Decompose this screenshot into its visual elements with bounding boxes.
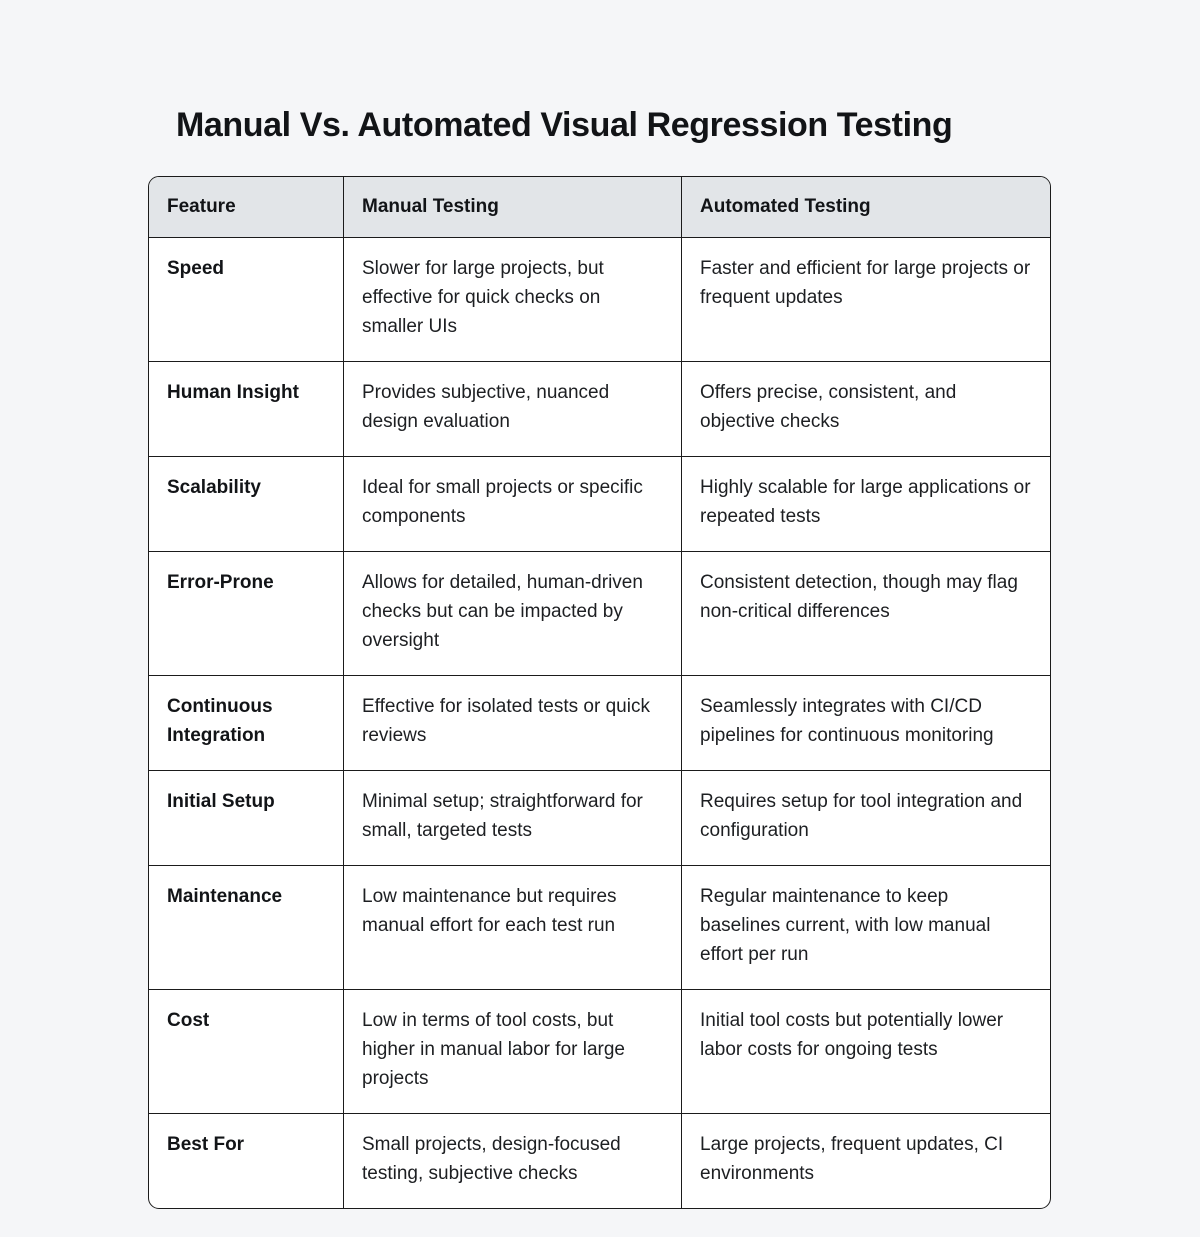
row-manual-value: Allows for detailed, human-driven checks…	[343, 552, 681, 676]
column-header-automated: Automated Testing	[681, 177, 1050, 238]
comparison-table-container: Feature Manual Testing Automated Testing…	[148, 176, 1051, 1209]
row-manual-value: Small projects, design-focused testing, …	[343, 1114, 681, 1208]
row-automated-value: Faster and efficient for large projects …	[681, 238, 1050, 362]
row-feature-label: Cost	[149, 990, 343, 1114]
table-body: Speed Slower for large projects, but eff…	[149, 238, 1050, 1208]
row-feature-label: Best For	[167, 1134, 245, 1155]
table-row: Error-Prone Allows for detailed, human-d…	[149, 552, 1050, 676]
row-automated-value: Offers precise, consistent, and objectiv…	[681, 362, 1050, 457]
row-manual-value: Ideal for small projects or specific com…	[343, 457, 681, 552]
row-automated-value: Highly scalable for large applications o…	[681, 457, 1050, 552]
table-row: Initial Setup Minimal setup; straightfor…	[149, 771, 1050, 866]
row-automated-value: Large projects, frequent updates, CI env…	[681, 1114, 1050, 1208]
table-row: Human Insight Provides subjective, nuanc…	[149, 362, 1050, 457]
row-manual-value: Slower for large projects, but effective…	[343, 238, 681, 362]
table-row: Best For Small projects, design-focused …	[149, 1114, 1050, 1208]
table-header-row: Feature Manual Testing Automated Testing	[149, 177, 1050, 238]
row-feature-label: Scalability	[149, 457, 343, 552]
row-manual-value: Low in terms of tool costs, but higher i…	[343, 990, 681, 1114]
table-row: Scalability Ideal for small projects or …	[149, 457, 1050, 552]
row-feature-label: Human Insight	[149, 362, 343, 457]
row-manual-value: Provides subjective, nuanced design eval…	[343, 362, 681, 457]
column-header-feature: Feature	[149, 177, 343, 238]
column-header-manual: Manual Testing	[343, 177, 681, 238]
page-title: Manual Vs. Automated Visual Regression T…	[176, 105, 953, 144]
row-automated-value: Regular maintenance to keep baselines cu…	[681, 866, 1050, 990]
row-feature-label: Speed	[149, 238, 343, 362]
row-feature-label: Maintenance	[149, 866, 343, 990]
table-header: Feature Manual Testing Automated Testing	[149, 177, 1050, 238]
row-feature-label: Error-Prone	[149, 552, 343, 676]
comparison-table: Feature Manual Testing Automated Testing…	[148, 176, 1051, 1209]
row-manual-value: Low maintenance but requires manual effo…	[343, 866, 681, 990]
row-automated-value: Consistent detection, though may flag no…	[681, 552, 1050, 676]
row-feature-label: Continuous Integration	[149, 676, 343, 771]
row-manual-value: Minimal setup; straightforward for small…	[343, 771, 681, 866]
row-automated-value: Seamlessly integrates with CI/CD pipelin…	[681, 676, 1050, 771]
row-automated-value: Requires setup for tool integration and …	[681, 771, 1050, 866]
row-automated-value: Initial tool costs but potentially lower…	[681, 990, 1050, 1114]
table-row: Continuous Integration Effective for iso…	[149, 676, 1050, 771]
table-row: Cost Low in terms of tool costs, but hig…	[149, 990, 1050, 1114]
table-row: Speed Slower for large projects, but eff…	[149, 238, 1050, 362]
table-row: Maintenance Low maintenance but requires…	[149, 866, 1050, 990]
row-feature-label: Initial Setup	[149, 771, 343, 866]
row-manual-value: Effective for isolated tests or quick re…	[343, 676, 681, 771]
